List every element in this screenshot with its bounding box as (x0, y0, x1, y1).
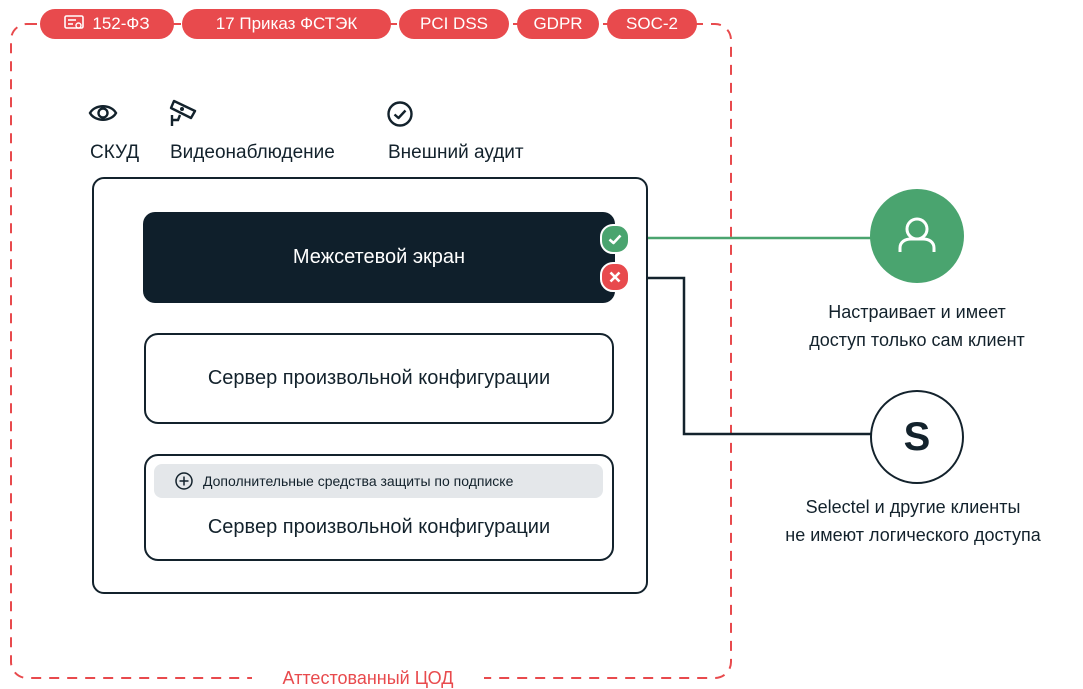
access-allowed-badge (600, 224, 630, 254)
tag-soc-2: SOC-2 (607, 9, 697, 39)
server-block-1: Сервер произвольной конфигурации (144, 333, 614, 424)
client-caption: Настраивает и имеет доступ только сам кл… (760, 298, 1074, 354)
access-denied-badge (600, 262, 630, 292)
client-caption-line2: доступ только сам клиент (809, 330, 1025, 350)
selectel-logo: S (870, 390, 964, 484)
selectel-logo-letter: S (903, 414, 931, 459)
user-icon (898, 217, 936, 252)
firewall-block: Межсетевой экран (143, 212, 615, 303)
firewall-label: Межсетевой экран (292, 246, 466, 268)
selectel-caption-line2: не имеют логического доступа (785, 525, 1041, 545)
tag-label: GDPR (533, 14, 583, 33)
feature-label-video: Видеонаблюдение (170, 142, 335, 163)
selectel-denied-line (628, 276, 873, 436)
plus-circle-icon (175, 472, 193, 490)
addon-security-bar: Дополнительные средства защиты по подпис… (154, 464, 603, 498)
tag-label: 17 Приказ ФСТЭК (215, 14, 358, 33)
server-label: Сервер произвольной конфигурации (207, 367, 551, 389)
tag-label: SOC-2 (626, 14, 678, 33)
tag-gdpr: GDPR (517, 9, 599, 39)
check-circle-icon (387, 101, 413, 127)
client-caption-line1: Настраивает и имеет (828, 302, 1006, 322)
server-block-2: Дополнительные средства защиты по подпис… (144, 454, 614, 561)
feature-label-skud: СКУД (90, 142, 140, 163)
cctv-camera-icon (169, 99, 197, 126)
datacenter-label: Аттестованный ЦОД (252, 667, 484, 689)
tag-pci-dss: PCI DSS (399, 9, 509, 39)
feature-label-audit: Внешний аудит (388, 142, 524, 163)
selectel-caption: Selectel и другие клиенты не имеют логич… (748, 493, 1078, 549)
certificate-icon (64, 15, 85, 29)
addon-label: Дополнительные средства защиты по подпис… (203, 473, 514, 489)
tag-fstek-17: 17 Приказ ФСТЭК (182, 9, 391, 39)
tag-152-fz: 152-ФЗ (40, 9, 174, 39)
selectel-caption-line1: Selectel и другие клиенты (805, 497, 1021, 517)
tag-label: 152-ФЗ (92, 14, 150, 33)
check-icon (608, 234, 622, 245)
server-label: Сервер произвольной конфигурации (207, 516, 551, 538)
tag-label: PCI DSS (419, 14, 489, 33)
close-icon (609, 271, 621, 283)
client-avatar (870, 189, 964, 283)
eye-icon (88, 105, 118, 121)
